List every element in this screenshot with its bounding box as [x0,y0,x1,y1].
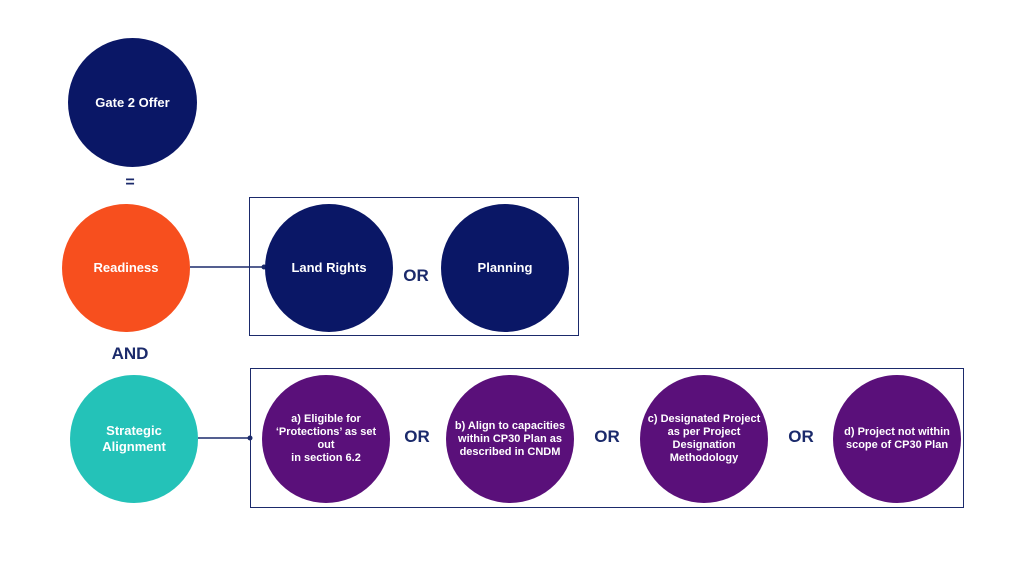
readiness-node: Readiness [62,204,190,332]
planning-label: Planning [477,260,533,275]
strategic-or-label-1: OR [404,427,430,446]
option-d-node: d) Project not within scope of CP30 Plan [833,375,961,503]
readiness-or-label: OR [403,266,429,285]
strategic-alignment-node: Strategic Alignment [70,375,198,503]
option-c-node: c) Designated Project as per Project Des… [640,375,768,503]
and-label: AND [111,344,149,363]
option-b-line-1: b) Align to capacities [454,419,566,432]
option-c-line-3: Designation [672,439,736,451]
land-rights-label: Land Rights [291,260,367,275]
option-c-line-2: as per Project [667,426,741,438]
strategic-or-label-3: OR [788,427,814,446]
strategic-or-label-2: OR [594,427,620,446]
equals-sign: = [125,174,135,191]
readiness-label: Readiness [93,260,159,275]
option-a-line-2: ‘Protections’ as set out [275,426,377,451]
gate-2-offer-label: Gate 2 Offer [95,94,170,110]
gate-2-offer-node: Gate 2 Offer [68,38,197,167]
option-b-node: b) Align to capacities within CP30 Plan … [446,375,574,503]
option-b-line-3: described in CNDM [459,445,561,458]
option-d-line-2: scope of CP30 Plan [845,439,949,451]
option-c-line-1: c) Designated Project [647,413,761,425]
option-b-line-2: within CP30 Plan as [458,432,562,445]
option-a-line-3: in section 6.2 [291,452,361,464]
readiness-options-box [249,197,579,336]
strategic-alignment-label-line-1: Strategic [106,423,162,438]
strategic-options-box [250,368,964,508]
option-c-line-4: Methodology [669,452,739,464]
option-a-node: a) Eligible for ‘Protections’ as set out… [262,375,390,503]
strategic-alignment-label-line-2: Alignment [102,439,166,454]
option-a-line-1: a) Eligible for [291,413,361,425]
option-d-line-1: d) Project not within [844,426,950,438]
land-rights-node: Land Rights [265,204,393,332]
planning-node: Planning [441,204,569,332]
